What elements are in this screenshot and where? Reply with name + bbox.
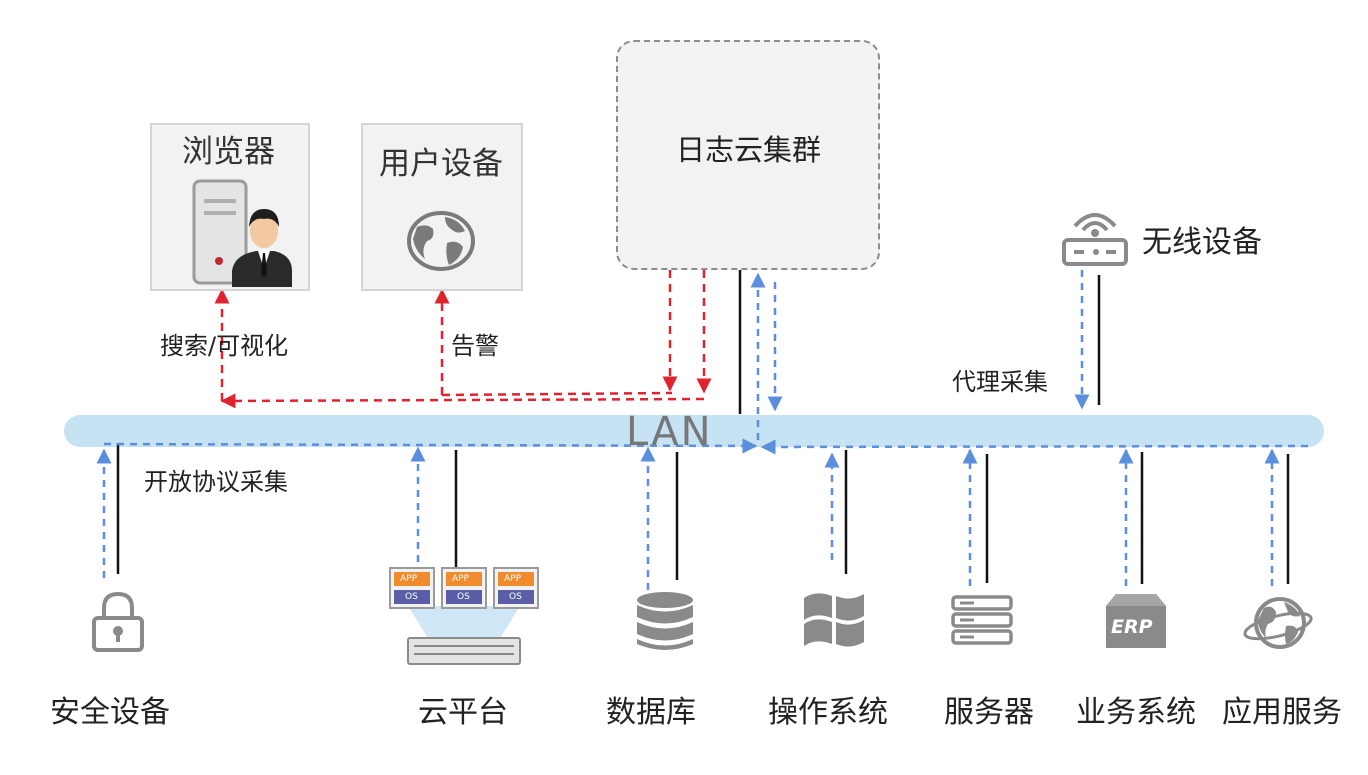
browser-label: 浏览器 xyxy=(182,134,275,170)
black-links xyxy=(116,270,1290,584)
user-device-label: 用户设备 xyxy=(379,146,503,182)
cloud-platform-icon: APP APP APP OS OS OS xyxy=(388,566,540,670)
alert-label: 告警 xyxy=(451,332,499,360)
node-label-server: 服务器 xyxy=(944,695,1034,730)
server-user-icon xyxy=(192,179,292,287)
erp-icon: ERP xyxy=(1104,592,1168,650)
search-visualize-label: 搜索/可视化 xyxy=(160,332,289,360)
open-protocol-label: 开放协议采集 xyxy=(144,468,288,496)
wireless-device-label: 无线设备 xyxy=(1142,225,1262,260)
lan-label: LAN xyxy=(626,409,713,455)
app-tag: APP xyxy=(400,574,418,584)
node-label-cloud-platform: 云平台 xyxy=(418,695,508,730)
user-device-box: 用户设备 xyxy=(361,123,523,291)
os-tag: OS xyxy=(405,592,418,602)
app-tag: APP xyxy=(504,574,522,584)
lock-icon xyxy=(92,591,144,652)
windows-icon xyxy=(804,593,864,647)
erp-icon-text: ERP xyxy=(1111,616,1153,638)
globe-network-icon xyxy=(1243,597,1313,649)
wifi-router-icon xyxy=(1062,213,1128,266)
os-tag: OS xyxy=(509,592,522,602)
cluster-label: 日志云集群 xyxy=(676,133,822,167)
blue-flows xyxy=(96,270,1309,590)
red-flows xyxy=(214,270,712,409)
node-label-security-device: 安全设备 xyxy=(50,695,170,730)
browser-box: 浏览器 xyxy=(150,123,310,291)
node-label-app-service: 应用服务 xyxy=(1222,695,1342,730)
os-tag: OS xyxy=(457,592,470,602)
node-label-business-system: 业务系统 xyxy=(1076,695,1196,730)
log-cloud-cluster: 日志云集群 xyxy=(616,40,880,270)
server-rack-icon xyxy=(951,595,1013,645)
node-label-operating-system: 操作系统 xyxy=(768,695,888,730)
node-label-database: 数据库 xyxy=(606,695,696,730)
globe-icon xyxy=(407,211,475,271)
agent-collection-label: 代理采集 xyxy=(952,368,1048,396)
app-tag: APP xyxy=(452,574,470,584)
database-icon xyxy=(637,592,693,650)
